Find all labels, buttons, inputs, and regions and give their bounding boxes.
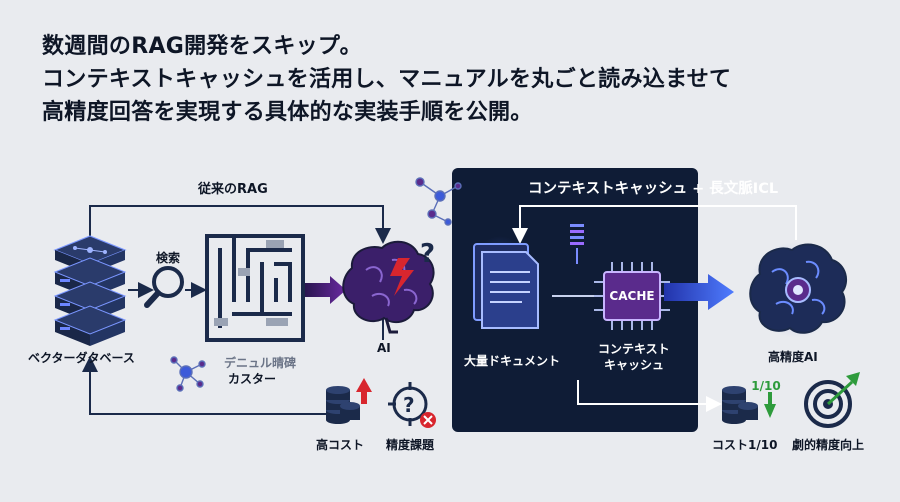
headline-line-2: コンテキストキャッシュを活用し、マニュアルを丸ごと読み込ませて — [42, 67, 732, 92]
search-label: 検索 — [156, 251, 181, 265]
accuracy-issue-label: 精度課題 — [386, 438, 435, 452]
ai-label: AI — [377, 341, 391, 355]
flow-arrow-maze-to-ai — [305, 276, 346, 304]
high-cost-label: 高コスト — [316, 438, 365, 452]
headline-line-1: 数週間のRAG開発をスキップ。 — [42, 34, 362, 59]
cache-label-line-1: コンテキスト — [598, 342, 670, 356]
manual-label-line-1: デニュル晴碑 — [224, 356, 297, 370]
traditional-rag-title: 従来のRAG — [198, 182, 268, 197]
documents-icon — [470, 236, 539, 329]
high-cost-icon — [326, 378, 372, 424]
ai-brain-icon: ? — [342, 239, 435, 334]
search-icon — [144, 266, 184, 308]
flow-arrow-db-to-ai — [89, 205, 391, 244]
accuracy-issue-icon: ? — [388, 382, 436, 428]
manual-label-line-2: カスター — [228, 372, 277, 386]
documents-label: 大量ドキュメント — [464, 354, 561, 368]
cache-chip-icon: CACHE — [594, 262, 670, 330]
data-stream-icon — [570, 224, 584, 264]
cluster-nodes-icon — [170, 356, 206, 392]
headline: 数週間のRAG開発をスキップ。 コンテキストキャッシュを活用し、マニュアルを丸ご… — [42, 30, 731, 129]
svg-text:?: ? — [403, 393, 415, 417]
vector-database-icon — [53, 235, 127, 346]
cost-label: コスト1/10 — [712, 438, 778, 452]
svg-text:?: ? — [420, 239, 435, 269]
flow-arrow-cache-to-ai — [664, 274, 734, 310]
manual-maze-icon — [205, 234, 305, 342]
cache-chip-text: CACHE — [609, 289, 654, 303]
vector-db-label: ベクターダタベース — [28, 351, 135, 365]
cost-ratio-badge: 1/10 — [751, 379, 780, 393]
high-accuracy-ai-icon — [748, 242, 848, 338]
cost-reduction-icon: 1/10 — [722, 379, 781, 424]
headline-line-3: 高精度回答を実現する具体的な実装手順を公開。 — [42, 100, 533, 125]
flow-arrow-docs-to-cost — [577, 380, 722, 412]
network-nodes-icon — [415, 177, 462, 226]
panel-loop-arrow — [512, 205, 797, 244]
cache-panel-title: コンテキストキャッシュ + 長文脈ICL — [528, 181, 779, 197]
accuracy-gain-label: 劇的精度向上 — [792, 438, 865, 452]
accuracy-gain-icon — [804, 372, 860, 428]
flow-arrow-cost-to-db — [82, 356, 322, 415]
cache-label-line-2: キャッシュ — [604, 358, 665, 372]
high-accuracy-ai-label: 高精度AI — [768, 350, 818, 364]
